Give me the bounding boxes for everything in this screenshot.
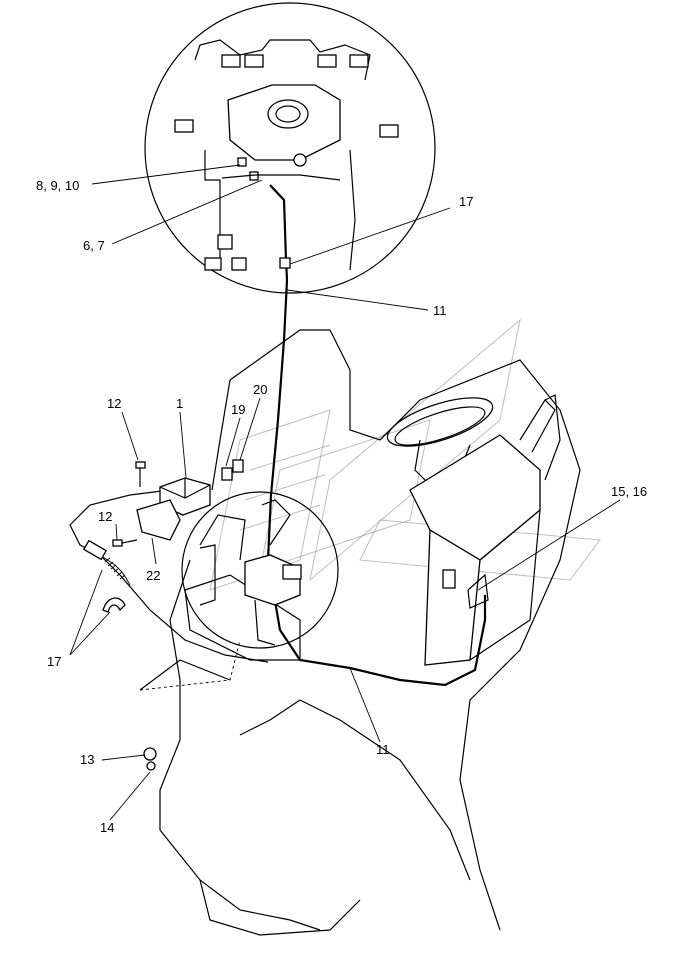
bracket-assembly bbox=[112, 459, 244, 771]
callout-12-a: 12 bbox=[107, 396, 121, 411]
detail-view-bottom bbox=[181, 491, 339, 649]
callout-11-bottom: 11 bbox=[376, 742, 390, 757]
callout-8-9-10: 8, 9, 10 bbox=[36, 178, 79, 193]
callout-13: 13 bbox=[80, 752, 94, 767]
callout-14: 14 bbox=[100, 820, 114, 835]
control-console bbox=[409, 394, 561, 666]
callout-19: 19 bbox=[231, 402, 245, 417]
leader-lines bbox=[69, 164, 621, 821]
callout-6-7: 6, 7 bbox=[83, 238, 105, 253]
cab-body bbox=[139, 329, 581, 936]
callout-17-bottom: 17 bbox=[47, 654, 61, 669]
cable-assembly bbox=[69, 279, 487, 687]
callout-12-b: 12 bbox=[98, 509, 112, 524]
callout-22: 22 bbox=[146, 568, 160, 583]
callout-15-16: 15, 16 bbox=[611, 484, 647, 499]
callout-20: 20 bbox=[253, 382, 267, 397]
callout-labels: 8, 9, 10 6, 7 17 11 12 1 20 19 12 22 17 … bbox=[36, 178, 647, 835]
detail-view-top bbox=[144, 2, 436, 294]
watermark-logo bbox=[209, 318, 601, 591]
callout-1: 1 bbox=[176, 396, 183, 411]
callout-17-top: 17 bbox=[459, 194, 473, 209]
callout-11-top: 11 bbox=[433, 303, 447, 318]
